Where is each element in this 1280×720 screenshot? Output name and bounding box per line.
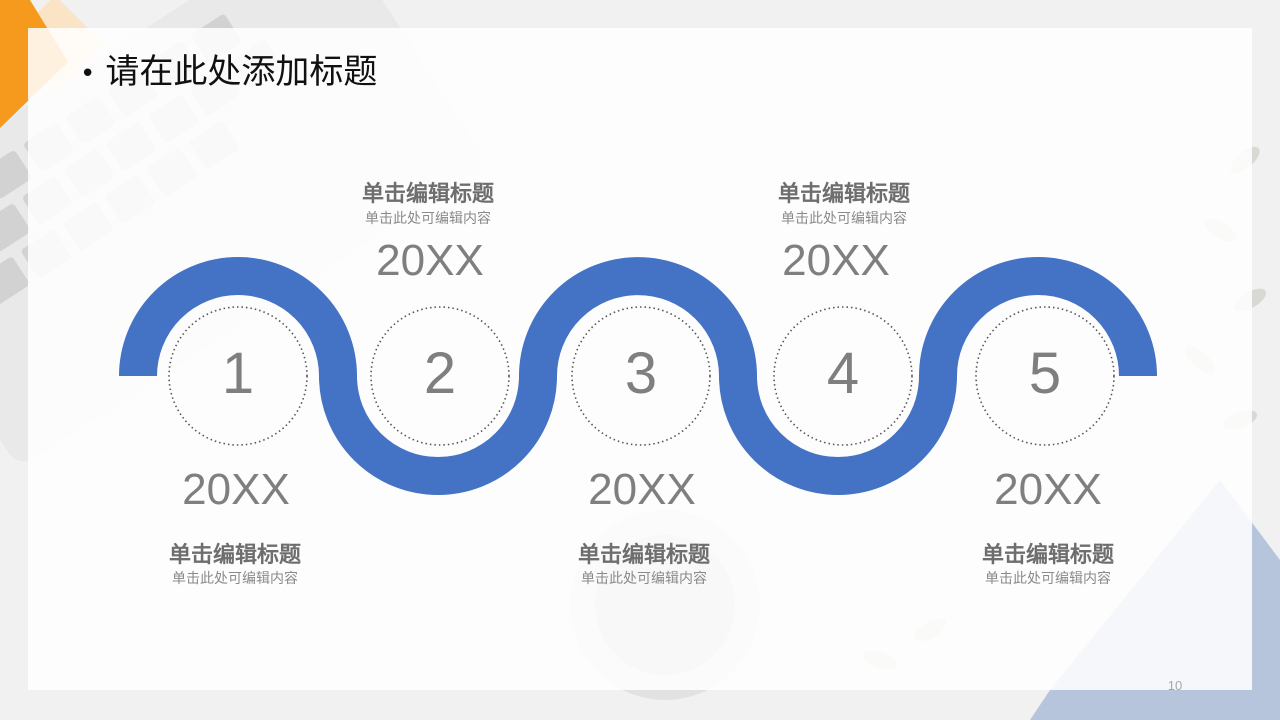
step-1-title[interactable]: 单击编辑标题 bbox=[168, 543, 301, 568]
step-4-year[interactable]: 20XX bbox=[782, 236, 890, 285]
step-2-year[interactable]: 20XX bbox=[376, 236, 484, 285]
step-2-body[interactable]: 单击此处可编辑内容 bbox=[365, 211, 491, 227]
step-5-title[interactable]: 单击编辑标题 bbox=[981, 543, 1114, 568]
step-5-year[interactable]: 20XX bbox=[994, 465, 1102, 514]
step-number-2: 2 bbox=[423, 341, 457, 406]
step-number-1: 1 bbox=[221, 341, 255, 406]
step-number-3: 3 bbox=[624, 341, 658, 406]
step-5-body[interactable]: 单击此处可编辑内容 bbox=[985, 571, 1111, 587]
step-2-title[interactable]: 单击编辑标题 bbox=[361, 182, 494, 207]
step-circle-1 bbox=[168, 306, 308, 446]
page-number: 10 bbox=[1167, 678, 1183, 693]
step-number-5: 5 bbox=[1028, 341, 1062, 406]
step-1-year[interactable]: 20XX bbox=[182, 465, 290, 514]
step-circle-5 bbox=[975, 306, 1115, 446]
content-panel bbox=[28, 28, 1252, 690]
slide-title[interactable]: • 请在此处添加标题 bbox=[80, 44, 377, 93]
step-3-body[interactable]: 单击此处可编辑内容 bbox=[581, 571, 707, 587]
wave-ribbon bbox=[119, 257, 1157, 495]
slide-title-text: 请在此处添加标题 bbox=[105, 52, 378, 92]
step-number-4: 4 bbox=[826, 341, 860, 406]
step-4-title[interactable]: 单击编辑标题 bbox=[777, 182, 910, 207]
step-3-year[interactable]: 20XX bbox=[588, 465, 696, 514]
step-1-body[interactable]: 单击此处可编辑内容 bbox=[172, 571, 298, 587]
step-circle-4 bbox=[773, 306, 913, 446]
step-circle-2 bbox=[370, 306, 510, 446]
step-3-title[interactable]: 单击编辑标题 bbox=[577, 543, 710, 568]
step-circle-3 bbox=[571, 306, 711, 446]
step-4-body[interactable]: 单击此处可编辑内容 bbox=[781, 211, 907, 227]
bullet-icon: • bbox=[80, 58, 96, 89]
